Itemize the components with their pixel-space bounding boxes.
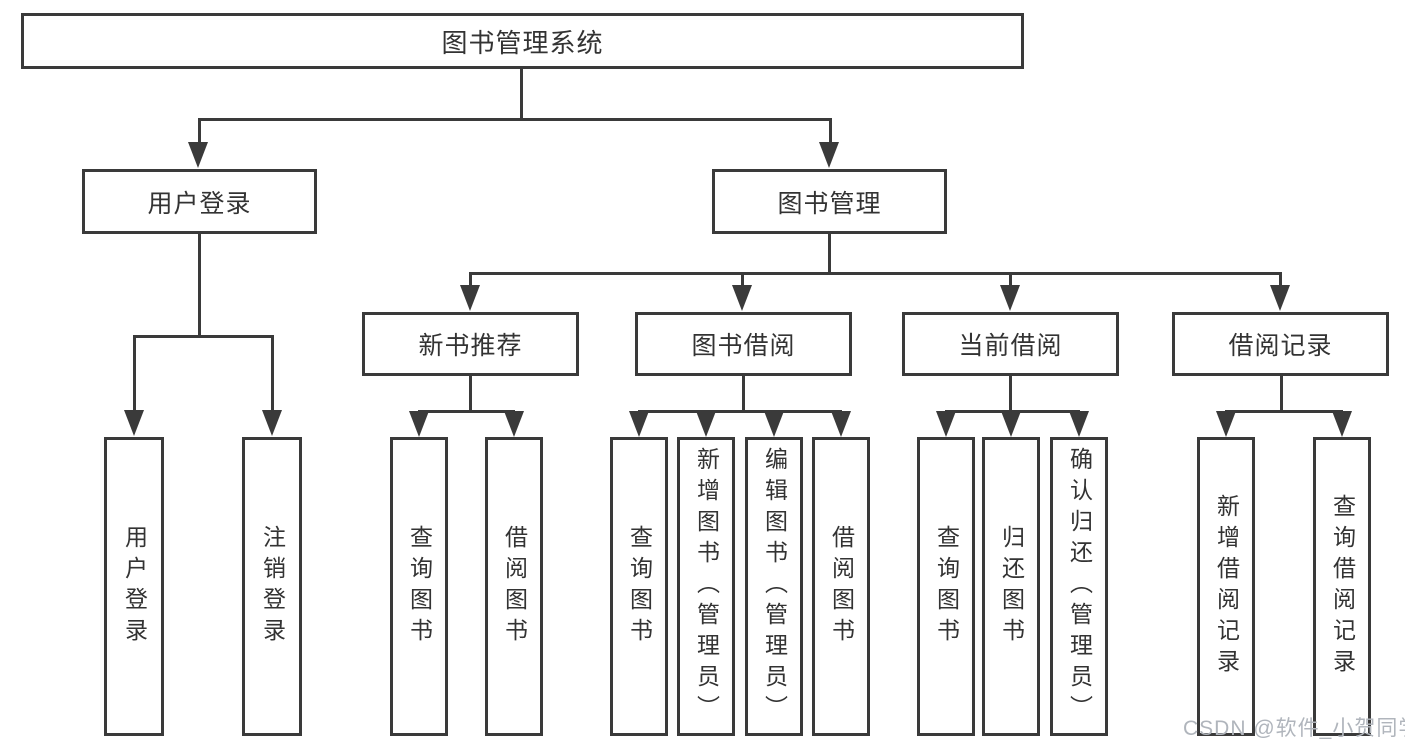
- connector-root-stem: [520, 69, 523, 118]
- node-book-borrow: 图书借阅: [635, 312, 852, 376]
- arrowhead-borrow-records-leaf-1: [1216, 411, 1236, 437]
- arrowhead-new-book-leaf-2: [504, 411, 524, 437]
- node-user-login-label: 用户登录: [147, 189, 252, 218]
- connector-root-drop-right: [829, 118, 832, 145]
- leaf-add-borrow-record: 新增借阅记录: [1197, 437, 1255, 736]
- connector-current-borrow-stem: [1009, 376, 1012, 410]
- csdn-watermark: CSDN @软件_小贺同学: [1183, 717, 1405, 740]
- arrowhead-to-book-borrow: [732, 285, 752, 311]
- leaf-user-login-label: 用户登录: [121, 524, 148, 649]
- leaf-query-borrow-record: 查询借阅记录: [1313, 437, 1371, 736]
- connector-book-mgmt-drop-2: [741, 272, 744, 288]
- leaf-borrow-query-books: 查询图书: [610, 437, 668, 736]
- arrowhead-new-book-leaf-1: [409, 411, 429, 437]
- node-new-book-recommend: 新书推荐: [362, 312, 579, 376]
- connector-new-book-stem: [469, 376, 472, 410]
- connector-user-login-drop-2: [271, 335, 274, 413]
- leaf-query-borrow-record-label: 查询借阅记录: [1329, 493, 1356, 680]
- arrowhead-book-borrow-leaf-1: [629, 411, 649, 437]
- connector-borrow-records-stem: [1280, 376, 1283, 410]
- leaf-borrow-books: 借阅图书: [812, 437, 870, 736]
- leaf-newbook-query-books-label: 查询图书: [406, 524, 433, 649]
- leaf-borrow-query-books-label: 查询图书: [626, 524, 653, 649]
- connector-user-login-drop-1: [133, 335, 136, 413]
- leaf-add-borrow-record-label: 新增借阅记录: [1213, 493, 1240, 680]
- node-new-book-recommend-label: 新书推荐: [418, 332, 523, 360]
- arrowhead-to-leaf-user-login: [124, 410, 144, 436]
- node-book-borrow-label: 图书借阅: [691, 332, 796, 360]
- arrowhead-to-new-book: [460, 285, 480, 311]
- arrowhead-borrow-records-leaf-2: [1332, 411, 1352, 437]
- node-user-login: 用户登录: [82, 169, 317, 234]
- connector-book-borrow-stem: [742, 376, 745, 410]
- connector-user-login-stem: [198, 234, 201, 335]
- leaf-edit-books-admin: 编辑图书（管理员）: [745, 437, 803, 736]
- connector-book-borrow-bar: [638, 410, 842, 413]
- arrowhead-current-borrow-leaf-2: [1001, 411, 1021, 437]
- leaf-confirm-return-admin-label: 确认归还（管理员）: [1066, 447, 1093, 726]
- leaf-borrow-books-label: 借阅图书: [828, 524, 855, 649]
- leaf-newbook-borrow-books: 借阅图书: [485, 437, 543, 736]
- connector-user-login-bar: [133, 335, 273, 338]
- arrowhead-book-borrow-leaf-4: [831, 411, 851, 437]
- leaf-return-books-label: 归还图书: [998, 524, 1025, 649]
- connector-book-mgmt-drop-1: [469, 272, 472, 288]
- leaf-add-books-admin-label: 新增图书（管理员）: [693, 447, 720, 726]
- connector-borrow-records-bar: [1225, 410, 1343, 413]
- connector-book-mgmt-stem: [828, 234, 831, 272]
- node-current-borrow: 当前借阅: [902, 312, 1119, 376]
- arrowhead-book-borrow-leaf-3: [764, 411, 784, 437]
- arrowhead-to-current-borrow: [1000, 285, 1020, 311]
- node-book-management: 图书管理: [712, 169, 947, 234]
- leaf-return-books: 归还图书: [982, 437, 1040, 736]
- leaf-newbook-query-books: 查询图书: [390, 437, 448, 736]
- connector-root-drop-left: [198, 118, 201, 145]
- node-borrow-records-label: 借阅记录: [1228, 332, 1333, 360]
- arrowhead-to-book-management: [819, 142, 839, 168]
- leaf-current-query-books: 查询图书: [917, 437, 975, 736]
- arrowhead-current-borrow-leaf-1: [936, 411, 956, 437]
- node-book-management-label: 图书管理: [777, 189, 882, 218]
- leaf-confirm-return-admin: 确认归还（管理员）: [1050, 437, 1108, 736]
- connector-book-mgmt-drop-3: [1009, 272, 1012, 288]
- leaf-logout-label: 注销登录: [259, 524, 286, 649]
- node-current-borrow-label: 当前借阅: [958, 332, 1063, 360]
- arrowhead-current-borrow-leaf-3: [1069, 411, 1089, 437]
- arrowhead-to-borrow-records: [1270, 285, 1290, 311]
- leaf-logout: 注销登录: [242, 437, 302, 736]
- node-system-root: 图书管理系统: [21, 13, 1024, 69]
- arrowhead-to-leaf-logout: [262, 410, 282, 436]
- node-system-root-label: 图书管理系统: [441, 27, 604, 58]
- leaf-current-query-books-label: 查询图书: [933, 524, 960, 649]
- leaf-edit-books-admin-label: 编辑图书（管理员）: [761, 447, 788, 726]
- connector-new-book-bar: [418, 410, 515, 413]
- arrowhead-to-user-login: [188, 142, 208, 168]
- connector-book-mgmt-bar: [469, 272, 1281, 275]
- arrowhead-book-borrow-leaf-2: [696, 411, 716, 437]
- leaf-user-login: 用户登录: [104, 437, 164, 736]
- leaf-add-books-admin: 新增图书（管理员）: [677, 437, 735, 736]
- node-borrow-records: 借阅记录: [1172, 312, 1389, 376]
- connector-root-bar: [198, 118, 831, 121]
- connector-book-mgmt-drop-4: [1279, 272, 1282, 288]
- leaf-newbook-borrow-books-label: 借阅图书: [501, 524, 528, 649]
